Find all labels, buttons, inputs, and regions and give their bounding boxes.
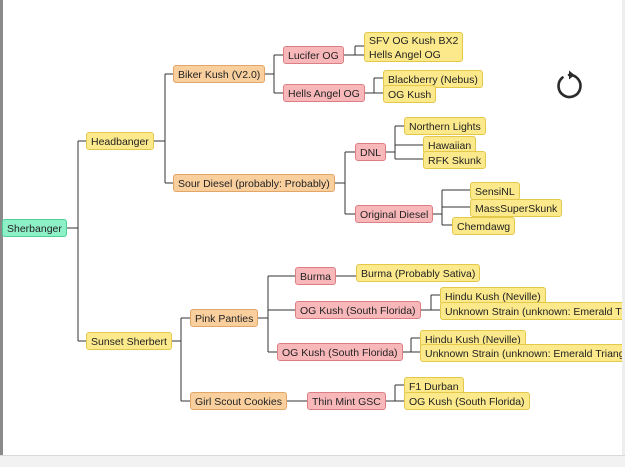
edge-root [62, 140, 86, 342]
node-dnl[interactable]: DNL [355, 143, 387, 161]
node-unknown-strain-2[interactable]: Unknown Strain (unknown: Emerald Triangl… [420, 344, 622, 362]
edge-thin-mint-gsc [382, 384, 404, 402]
node-sunset-sherbert[interactable]: Sunset Sherbert [86, 332, 172, 350]
node-sensinl[interactable]: SensiNL [470, 182, 520, 200]
node-og-kush[interactable]: OG Kush [383, 85, 437, 103]
node-pink-panties[interactable]: Pink Panties [190, 309, 259, 327]
node-hells-angel-og-leaf[interactable]: Hells Angel OG [369, 49, 441, 61]
node-biker-kush[interactable]: Biker Kush (V2.0) [173, 65, 266, 83]
node-lucifer-og[interactable]: Lucifer OG [283, 46, 344, 64]
edge-og-kush-sf-2 [399, 337, 420, 353]
edge-headbanger [150, 73, 173, 184]
node-thin-mint-gsc[interactable]: Thin Mint GSC [307, 392, 386, 410]
node-original-diesel[interactable]: Original Diesel [355, 205, 434, 223]
edge-og-kush-sf-1 [419, 294, 440, 311]
node-hells-angel-og[interactable]: Hells Angel OG [283, 84, 365, 102]
node-hindu-kush-neville-2[interactable]: Hindu Kush (Neville) [420, 330, 526, 348]
edge-pink-panties [255, 275, 295, 353]
node-unknown-strain-1[interactable]: Unknown Strain (unknown: Emerald Triangl… [440, 302, 622, 320]
edge-dnl [383, 125, 423, 160]
node-og-kush-south-florida-2[interactable]: OG Kush (South Florida) [277, 343, 403, 361]
node-girl-scout-cookies[interactable]: Girl Scout Cookies [190, 392, 287, 410]
node-sfv-og-kush-bx2[interactable]: SFV OG Kush BX2 [369, 35, 459, 47]
reload-button[interactable] [552, 69, 586, 103]
edge-sour-diesel [332, 151, 355, 215]
node-burma[interactable]: Burma [295, 267, 336, 285]
node-group-lucifer-og-parents: SFV OG Kush BX2 Hells Angel OG [364, 32, 464, 62]
canvas-bottom-edge [0, 455, 625, 467]
node-masssuperskunk[interactable]: MassSuperSkunk [470, 199, 563, 217]
edge-hells-angel-og [362, 77, 383, 94]
edge-original-diesel [430, 189, 470, 226]
edge-sunset-sherbert [166, 317, 190, 402]
edge-biker-kush [260, 54, 283, 94]
node-chemdawg[interactable]: Chemdawg [452, 217, 516, 235]
node-headbanger[interactable]: Headbanger [86, 132, 154, 150]
reload-icon [557, 70, 582, 99]
node-sour-diesel[interactable]: Sour Diesel (probably: Probably) [173, 174, 335, 192]
edge-lucifer-og [343, 45, 364, 56]
node-northern-lights[interactable]: Northern Lights [404, 117, 486, 135]
node-hawaiian[interactable]: Hawaiian [423, 136, 477, 154]
node-og-kush-south-florida-1[interactable]: OG Kush (South Florida) [295, 301, 421, 319]
node-rfk-skunk[interactable]: RFK Skunk [423, 151, 487, 169]
node-sherbanger[interactable]: Sherbanger [2, 219, 67, 237]
canvas-right-edge [622, 0, 625, 466]
node-hindu-kush-neville-1[interactable]: Hindu Kush (Neville) [440, 287, 546, 305]
node-og-kush-south-florida-3[interactable]: OG Kush (South Florida) [404, 392, 530, 410]
node-burma-probably-sativa[interactable]: Burma (Probably Sativa) [356, 264, 481, 282]
